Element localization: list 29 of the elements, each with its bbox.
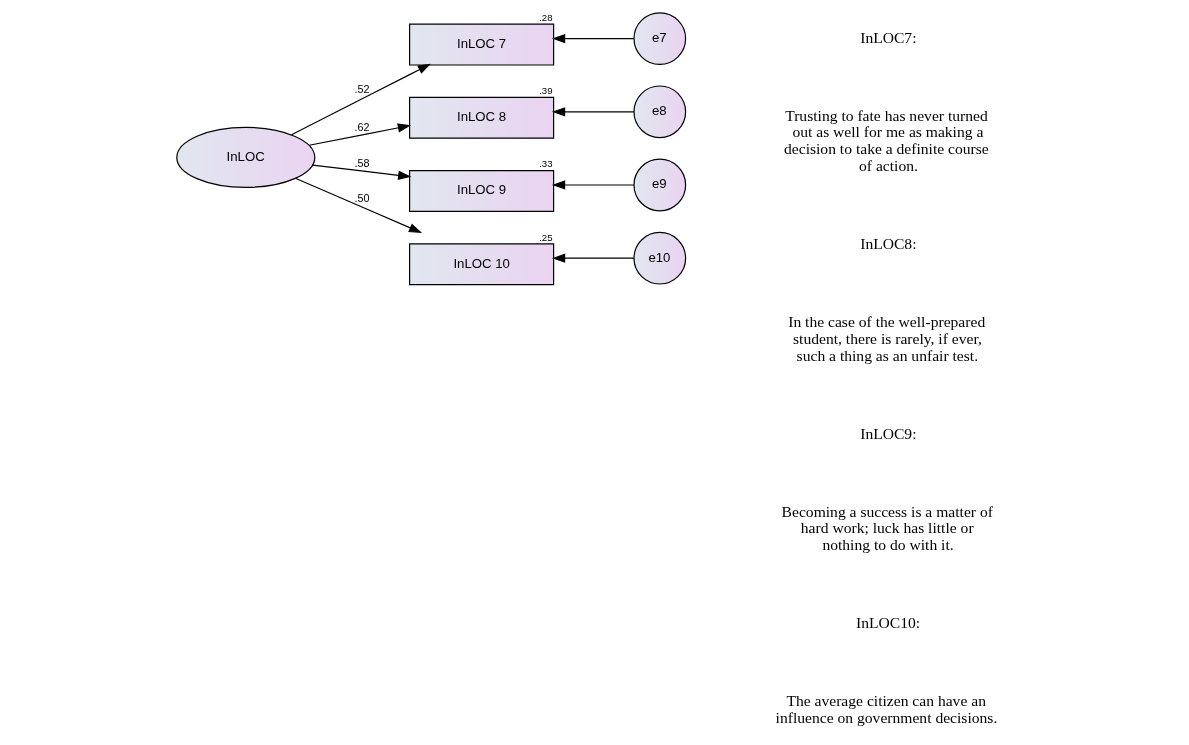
node-circle: e7 (632, 12, 686, 65)
label: In the case of the well-prepared student, there is rarely, if ever, such a thing as an unfair test. (787, 313, 985, 364)
node-ellipse: InLOC (175, 126, 315, 188)
arrow (551, 33, 634, 44)
arrow (311, 164, 411, 180)
node-label: .28 (538, 12, 553, 24)
arrow (294, 177, 422, 234)
edge-label: .62 (353, 121, 369, 134)
label: Becoming a success is a matter of hard work; luck has little or nothing to do with it. (781, 502, 993, 554)
label: InLOC10: (855, 614, 920, 632)
label: Trusting to fate has never turned out as well for me as making a decision to take a definite course of action. (783, 106, 989, 175)
edge-label: .50 (353, 192, 369, 205)
label: InLOC8: (859, 235, 917, 253)
node-label: .39 (538, 85, 553, 97)
node-circle: e9 (632, 158, 686, 212)
edge-label: .52 (353, 82, 369, 95)
label: InLOC7: (859, 28, 917, 46)
node-label: .25 (538, 231, 553, 243)
node-circle: e10 (632, 231, 686, 285)
node-circle: e8 (632, 85, 686, 139)
arrow (551, 253, 634, 263)
arrow (308, 123, 411, 146)
label: InLOC9: (859, 424, 917, 442)
arrow (290, 63, 431, 136)
arrow (551, 180, 634, 190)
arrow (551, 107, 634, 117)
label: The average citizen can have an influence on government decisions. (775, 692, 997, 727)
node-label: .33 (538, 158, 553, 170)
edge-label: .58 (353, 157, 369, 170)
